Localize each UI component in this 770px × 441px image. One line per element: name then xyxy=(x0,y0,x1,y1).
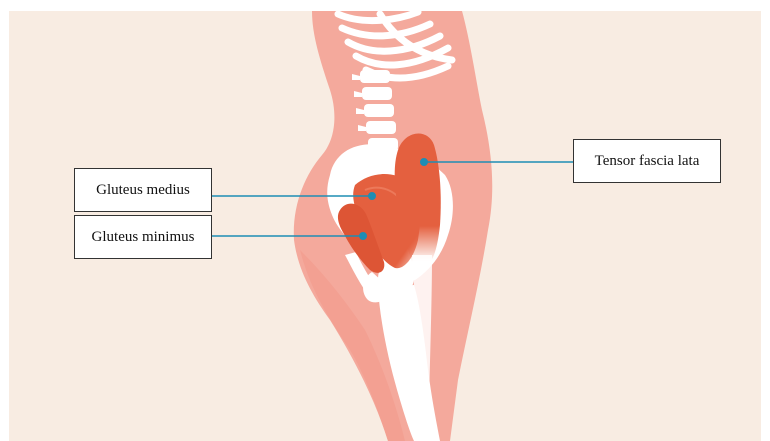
label-gluteus-minimus: Gluteus minimus xyxy=(74,215,212,259)
label-gluteus-medius: Gluteus medius xyxy=(74,168,212,212)
leader-dot-tensor xyxy=(421,159,427,165)
leader-dot-medius xyxy=(369,193,375,199)
leader-dot-minimus xyxy=(360,233,366,239)
label-tensor-fascia-lata: Tensor fascia lata xyxy=(573,139,721,183)
